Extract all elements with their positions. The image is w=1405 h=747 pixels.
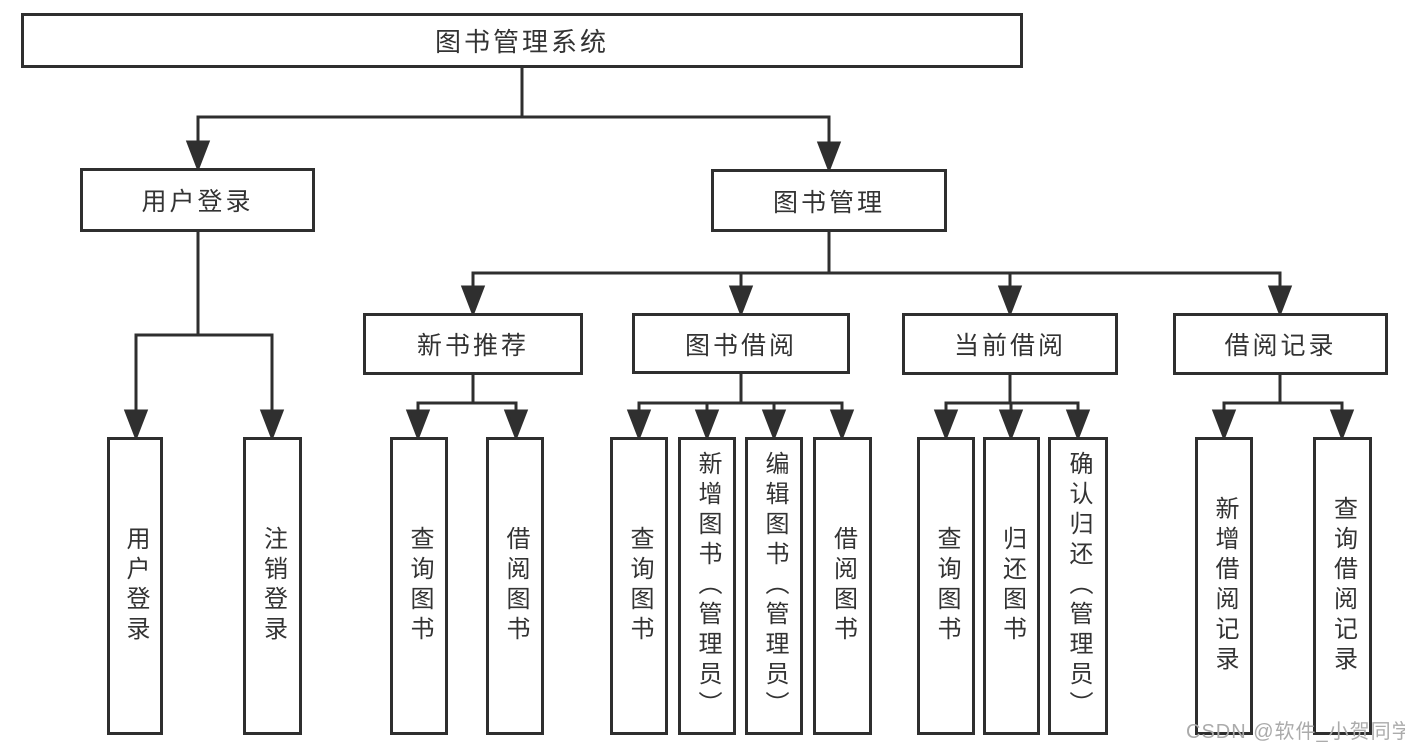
node-label-library-system: 图书管理系统 [434, 27, 609, 57]
leaf-cb-confirm-return-admin: 确认归还（管理员） [1048, 437, 1108, 735]
node-book-management: 图书管理 [711, 169, 947, 232]
leaf-bb-query-books: 查询图书 [610, 437, 668, 735]
node-borrowing-records: 借阅记录 [1173, 313, 1388, 375]
leaf-label-nbr-borrow-books: 借阅图书 [502, 526, 529, 646]
node-label-new-book-recommend: 新书推荐 [416, 332, 529, 360]
leaf-label-bb-add-books-admin: 新增图书（管理员） [694, 451, 721, 721]
leaf-label-nbr-query-books: 查询图书 [406, 526, 433, 646]
leaf-cb-return-books: 归还图书 [983, 437, 1040, 735]
leaf-label-br-query-record: 查询借阅记录 [1329, 496, 1357, 676]
csdn-watermark: CSDN @软件_小贺同学 [1186, 721, 1405, 743]
node-label-user-login: 用户登录 [141, 188, 254, 216]
node-new-book-recommend: 新书推荐 [363, 313, 583, 375]
node-label-borrowing-records: 借阅记录 [1224, 332, 1337, 360]
node-label-book-borrowing: 图书借阅 [684, 331, 797, 360]
leaf-cb-query-books: 查询图书 [917, 437, 975, 735]
leaf-bb-edit-books-admin: 编辑图书（管理员） [745, 437, 803, 735]
leaf-label-bb-borrow-books: 借阅图书 [829, 526, 857, 646]
leaf-br-add-record: 新增借阅记录 [1195, 437, 1253, 735]
leaf-nbr-borrow-books: 借阅图书 [486, 437, 544, 735]
leaf-logout: 注销登录 [243, 437, 302, 735]
node-book-borrowing: 图书借阅 [632, 313, 850, 374]
leaf-label-cb-confirm-return-admin: 确认归还（管理员） [1065, 451, 1092, 721]
leaf-bb-add-books-admin: 新增图书（管理员） [678, 437, 736, 735]
leaf-label-cb-return-books: 归还图书 [998, 526, 1026, 646]
leaf-label-bb-edit-books-admin: 编辑图书（管理员） [761, 451, 788, 721]
node-user-login: 用户登录 [80, 168, 315, 232]
leaf-label-br-add-record: 新增借阅记录 [1211, 496, 1238, 676]
leaf-nbr-query-books: 查询图书 [390, 437, 448, 735]
leaf-br-query-record: 查询借阅记录 [1313, 437, 1372, 735]
leaf-label-logout: 注销登录 [259, 526, 287, 646]
node-label-book-management: 图书管理 [772, 188, 885, 217]
leaf-bb-borrow-books: 借阅图书 [813, 437, 872, 735]
leaf-label-bb-query-books: 查询图书 [626, 526, 653, 646]
leaf-user-login: 用户登录 [107, 437, 163, 735]
leaf-label-user-login: 用户登录 [122, 526, 149, 646]
node-label-current-borrowing: 当前借阅 [953, 332, 1066, 360]
leaf-label-cb-query-books: 查询图书 [933, 526, 960, 646]
node-current-borrowing: 当前借阅 [902, 313, 1118, 375]
node-library-system: 图书管理系统 [21, 13, 1023, 68]
